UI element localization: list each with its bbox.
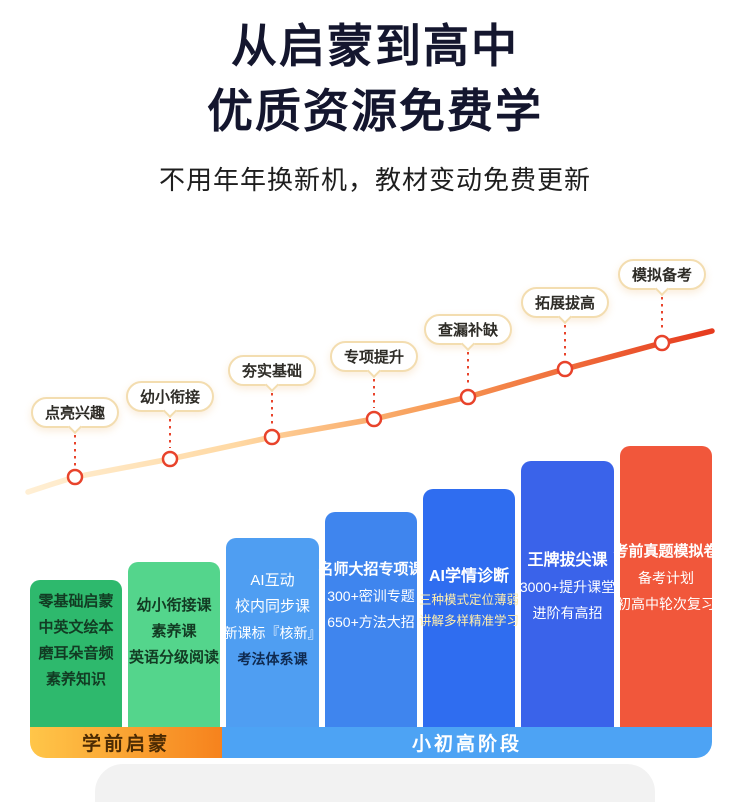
bar-line: 备考计划 xyxy=(638,569,694,586)
title-line-1: 从启蒙到高中 xyxy=(231,20,519,72)
milestone-bubble-2: 幼小衔接 xyxy=(125,381,215,419)
page-subtitle: 不用年年换新机，教材变动免费更新 xyxy=(158,165,591,195)
bar-line: 名师大招专项课 xyxy=(318,560,424,578)
page-title: 从启蒙到高中 优质资源免费学 xyxy=(0,14,750,144)
bar-line: 素养课 xyxy=(151,622,197,640)
milestone-label: 夯实基础 xyxy=(241,363,303,380)
bar-line: 素养知识 xyxy=(45,670,106,688)
bar-line: AI学情诊断 xyxy=(428,568,509,585)
footer-label-preschool: 学前启蒙 xyxy=(81,734,170,755)
title-line-2: 优质资源免费学 xyxy=(207,85,543,137)
stage-bar-special-topics: 名师大招专项课 300+密训专题 650+方法大招 xyxy=(319,512,424,727)
milestone-bubble-5: 查漏补缺 xyxy=(423,314,513,352)
milestone-label: 拓展拔高 xyxy=(534,295,596,312)
milestone-bubble-4: 专项提升 xyxy=(329,341,419,379)
stage-bar-preschool: 零基础启蒙 中英文绘本 磨耳朵音频 素养知识 xyxy=(30,580,122,727)
stage-bar-ai-diagnosis: AI学情诊断 三种模式定位薄弱 讲解多样精准学习 xyxy=(419,489,519,727)
bar-line: 考法体系课 xyxy=(237,650,308,667)
bar-line: 初高中轮次复习 xyxy=(617,595,715,612)
curve-points xyxy=(66,334,671,486)
bar-line: 三种模式定位薄弱 xyxy=(419,593,520,607)
stage-bar-bridging: 幼小衔接课 素养课 英语分级阅读 xyxy=(128,562,220,727)
bar-line: AI互动 xyxy=(250,571,295,589)
bar-line: 考前真题模拟卷 xyxy=(613,542,719,560)
milestone-label: 模拟备考 xyxy=(631,267,693,284)
bar-line: 磨耳朵音频 xyxy=(38,644,114,662)
milestone-bubble-7: 模拟备考 xyxy=(617,259,707,297)
stage-bar-sync-course: AI互动 校内同步课 新课标『核新』 考法体系课 xyxy=(223,538,322,727)
milestone-label: 幼小衔接 xyxy=(139,389,201,406)
dotted-connectors xyxy=(74,290,663,466)
milestone-label: 查漏补缺 xyxy=(437,322,499,339)
bar-line: 英语分级阅读 xyxy=(128,648,219,666)
bar-line: 王牌拔尖课 xyxy=(527,552,608,569)
bar-line: 讲解多样精准学习 xyxy=(419,614,520,628)
milestone-label: 专项提升 xyxy=(343,349,405,366)
bar-line: 零基础启蒙 xyxy=(38,592,114,610)
footer-band-preschool: 学前启蒙 xyxy=(30,727,222,758)
milestone-bubble-1: 点亮兴趣 xyxy=(30,397,120,435)
milestone-bubble-6: 拓展拔高 xyxy=(520,287,610,325)
bar-line: 中英文绘本 xyxy=(38,618,114,636)
next-section-preview xyxy=(95,764,655,802)
bar-line: 新课标『核新』 xyxy=(223,624,322,641)
footer-label-k12: 小初高阶段 xyxy=(411,734,522,755)
footer-band-k12: 小初高阶段 xyxy=(222,727,712,758)
bar-line: 进阶有高招 xyxy=(532,605,603,621)
stage-bar-top-course: 王牌拔尖课 3000+提升课堂 进阶有高招 xyxy=(519,461,616,727)
bar-line: 300+密训专题 xyxy=(327,587,415,604)
bar-line: 3000+提升课堂 xyxy=(519,579,616,595)
milestone-bubble-3: 夯实基础 xyxy=(227,355,317,393)
bar-line: 幼小衔接课 xyxy=(136,596,212,614)
stage-bar-exam-prep: 考前真题模拟卷 备考计划 初高中轮次复习 xyxy=(614,446,719,727)
bar-line: 650+方法大招 xyxy=(327,613,415,630)
bar-line: 校内同步课 xyxy=(234,597,310,615)
milestone-label: 点亮兴趣 xyxy=(44,405,106,422)
